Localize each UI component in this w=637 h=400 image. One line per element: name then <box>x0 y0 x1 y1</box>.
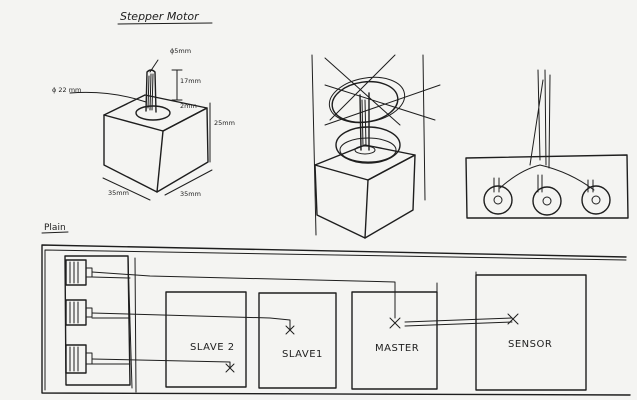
title-underline <box>117 22 213 25</box>
slave1-box <box>258 292 337 389</box>
body-height-label: 25mm <box>214 119 235 127</box>
construction-lines <box>311 54 441 236</box>
wire-slave2 <box>91 358 231 369</box>
lower-disc <box>335 126 401 164</box>
plan-section: Plain SLAVE 2 <box>41 223 631 396</box>
slave1-label: SLAVE1 <box>282 349 323 360</box>
spool-left-hub <box>493 195 503 205</box>
shaft-height-label: 17mm <box>180 77 201 85</box>
shaft-hatching <box>147 73 154 111</box>
box-side-lines <box>436 271 477 391</box>
assembly-hub <box>354 145 376 155</box>
front-view-sketch <box>465 69 629 219</box>
master-sensor-wire <box>404 317 513 327</box>
motor-2-detail <box>69 301 93 324</box>
motor-left-face <box>103 114 164 193</box>
front-view-box <box>465 154 629 219</box>
wire-master <box>91 271 396 319</box>
motor-leads <box>91 276 131 365</box>
motor-hub <box>135 105 171 121</box>
plan-label-underline <box>41 231 69 234</box>
plan-motor-bottom <box>65 344 93 374</box>
body-depth-label: 35mm <box>180 190 201 198</box>
title-group: Stepper Motor <box>117 10 213 25</box>
plan-label: Plain <box>44 223 66 233</box>
sensor-box <box>475 274 587 391</box>
upper-disc-outline <box>328 76 406 124</box>
assembly-shaft-hatch <box>361 99 367 147</box>
rod-lines <box>529 69 551 169</box>
shaft-diameter-label: ϕ5mm <box>170 47 191 55</box>
motor-column <box>64 255 131 386</box>
block-right-face <box>364 154 416 239</box>
collar-height-label: 2mm <box>180 102 197 110</box>
motor-1-detail <box>69 261 93 284</box>
wire-slave1 <box>91 312 291 331</box>
motor-right-face <box>156 107 209 193</box>
master-label: MASTER <box>375 343 419 354</box>
block-left-face <box>314 164 369 239</box>
master-x-mark <box>389 317 401 329</box>
body-width-dim <box>102 177 151 201</box>
motor-2-body <box>65 299 87 326</box>
shaft-dia-leader <box>149 59 159 73</box>
spool-posts <box>493 174 594 193</box>
assembly-shaft <box>359 92 370 151</box>
shaft-height-dim <box>171 69 183 101</box>
slave2-label: SLAVE 2 <box>190 342 235 353</box>
body-width-label: 35mm <box>108 189 129 197</box>
disc-assembly-sketch <box>311 54 441 239</box>
spool-right <box>581 185 611 215</box>
body-depth-dim <box>164 169 213 196</box>
motor-3-detail <box>69 346 93 372</box>
motor-1-body <box>65 259 87 286</box>
plan-frame <box>41 244 631 396</box>
slave2-box <box>165 291 247 388</box>
motor-3-body <box>65 344 87 374</box>
spool-center-hub <box>542 196 552 206</box>
stepper-motor-sketch: ϕ5mm ϕ 22 mm 17mm 2mm 25mm 35mm 35mm <box>52 47 235 201</box>
sensor-label: SENSOR <box>508 339 552 350</box>
spool-center <box>532 186 562 216</box>
plan-motor-middle <box>65 299 93 326</box>
lower-disc-rim <box>339 137 397 163</box>
spool-strings <box>499 164 595 191</box>
slave1-x-mark <box>285 325 295 335</box>
plan-inner-frame <box>44 249 627 391</box>
sketch-title: Stepper Motor <box>120 10 200 23</box>
slave2-x-mark <box>225 363 235 373</box>
hub-dia-leader <box>69 91 147 103</box>
spool-left <box>483 185 513 215</box>
plan-motor-top <box>65 259 93 286</box>
spool-right-hub <box>591 195 601 205</box>
hub-diameter-label: ϕ 22 mm <box>52 86 81 94</box>
